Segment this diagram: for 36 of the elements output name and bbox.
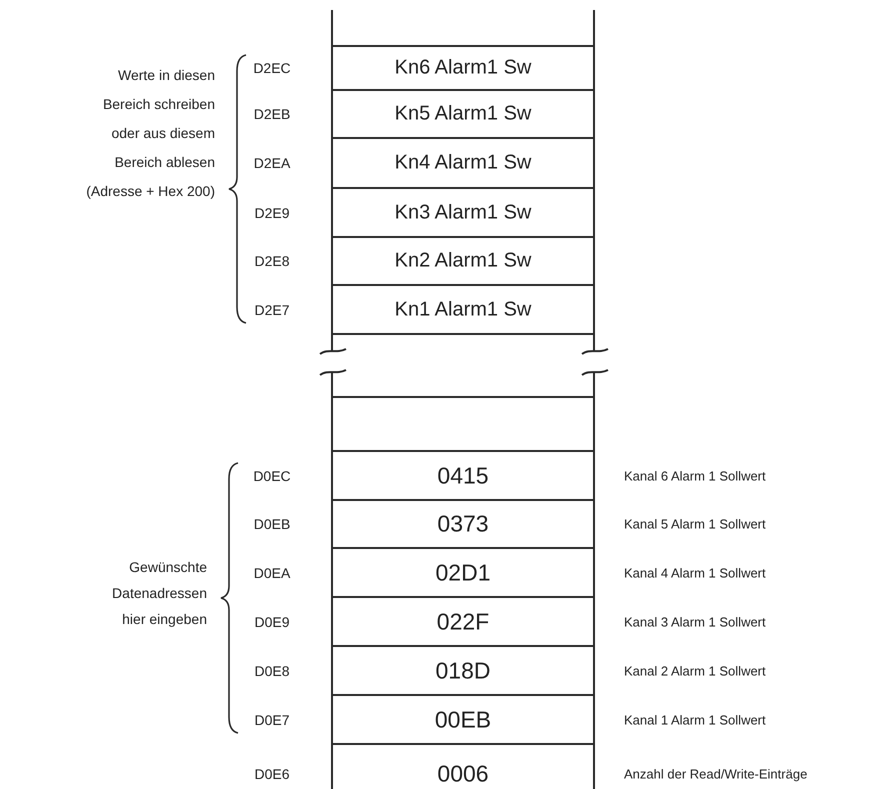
address-label: D2EA <box>252 155 292 171</box>
cell-label: Kn3 Alarm1 Sw <box>394 201 532 224</box>
annotation-text: Gewünschte Datenadressen hier eingeben <box>111 558 207 629</box>
address-label: D0E6 <box>253 766 291 782</box>
address-label: D0E8 <box>253 662 291 678</box>
address-label: D0EB <box>252 516 292 532</box>
address-label: D2E9 <box>253 204 291 220</box>
hex-value: 0373 <box>436 510 490 538</box>
cell-label: Kn6 Alarm1 Sw <box>394 56 532 80</box>
cell-label: Kn4 Alarm1 Sw <box>394 152 532 174</box>
address-label: D2E8 <box>253 253 291 269</box>
address-label: D0EA <box>252 564 292 580</box>
description-label: Kanal 5 Alarm 1 Sollwert <box>624 516 766 532</box>
cell-label: Kn2 Alarm1 Sw <box>394 250 532 272</box>
address-label: D2EB <box>252 106 292 122</box>
hex-value: 018D <box>434 657 492 684</box>
description-label: Kanal 2 Alarm 1 Sollwert <box>624 663 766 678</box>
hex-value: 0006 <box>436 760 490 787</box>
hex-value: 02D1 <box>434 559 492 586</box>
description-label: Kanal 3 Alarm 1 Sollwert <box>624 614 766 629</box>
description-label: Kanal 1 Alarm 1 Sollwert <box>624 712 766 727</box>
address-label: D0E7 <box>253 712 291 728</box>
description-label: Kanal 6 Alarm 1 Sollwert <box>624 468 766 483</box>
hex-value: 00EB <box>434 706 492 733</box>
address-label: D2E7 <box>253 302 291 318</box>
hex-value: 022F <box>436 608 490 635</box>
address-label: D2EC <box>252 60 292 76</box>
address-label: D0E9 <box>253 614 291 630</box>
description-label: Anzahl der Read/Write-Einträge <box>624 766 808 781</box>
cell-label: Kn1 Alarm1 Sw <box>394 298 532 321</box>
cell-label: Kn5 Alarm1 Sw <box>394 102 532 126</box>
address-label: D0EC <box>252 468 292 484</box>
hex-value: 0415 <box>436 462 490 489</box>
empty-memory-cell <box>331 396 595 452</box>
annotation-text: Werte in diesen Bereich schreiben oder aus diesem Bereich ablesen (Adresse + Hex 200) <box>85 66 215 201</box>
description-label: Kanal 4 Alarm 1 Sollwert <box>624 565 766 580</box>
